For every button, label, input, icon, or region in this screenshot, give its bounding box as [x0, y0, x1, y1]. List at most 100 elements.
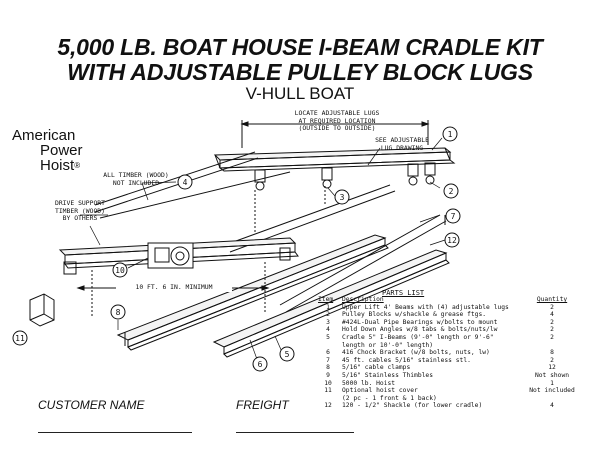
header-quantity: Quantity [536, 296, 568, 303]
table-row: 7 45 ft. cables 5/16" stainless stl. 2 [316, 357, 584, 365]
table-row: 3 #424L-Dual Pipe Bearings w/bolts to mou… [316, 319, 584, 327]
part-quantity: 4 [550, 402, 554, 410]
part-quantity: 2 [550, 303, 554, 311]
callout-11: 11 [15, 334, 25, 343]
note-timber: ALL TIMBER (WOOD) NOT INCLUDED [100, 171, 172, 187]
part-quantity: 2 [550, 333, 554, 341]
part-description: 5/16" Stainless Thimbles [342, 371, 433, 379]
part-item-number: 6 [326, 349, 330, 357]
part-quantity: Not included [529, 387, 575, 395]
part-description: 5/16" cable clamps [342, 364, 411, 372]
company-logo: American Power Hoist® [12, 128, 112, 173]
note-line: TIMBER (WOOD) [54, 206, 106, 215]
callout-4: 4 [183, 178, 188, 187]
table-row: length or 10'-0" length) [316, 342, 584, 350]
part-description: 5000 lb. Hoist [342, 379, 396, 387]
callout-3: 3 [340, 193, 345, 202]
note-locate-lugs: LOCATE ADJUSTABLE LUGS AT REQUIRED LOCAT… [282, 109, 392, 133]
note-line: BY OTHERS [62, 214, 98, 222]
table-row: 1 Upper Lift 4' Beams with (4) adjustable… [316, 304, 584, 312]
logo-registered-mark: ® [74, 161, 81, 170]
note-see-lug: SEE ADJUSTABLE LUG DRAWING [372, 136, 432, 152]
part-item-number: 5 [326, 333, 330, 341]
parts-header-row: Item Description Quantity [316, 296, 584, 304]
subtitle: V-HULL BOAT [245, 84, 355, 103]
callout-2: 2 [449, 187, 454, 196]
part-quantity: Not shown [534, 371, 570, 379]
part-quantity [520, 395, 584, 403]
part-description: 416 Chock Bracket (w/8 bolts, nuts, lw) [342, 349, 490, 357]
freight-line[interactable] [236, 432, 354, 433]
callout-1: 1 [448, 130, 453, 139]
customer-name-line[interactable] [38, 432, 192, 433]
part-item-number: 1 [326, 303, 330, 311]
part-description: Cradle 5" I-Beams (9'-0" length or 9'-6" [342, 333, 494, 341]
customer-name-label: CUSTOMER NAME [38, 398, 145, 412]
part-quantity: 1 [550, 379, 554, 387]
part-description: #424L-Dual Pipe Bearings w/bolts to moun… [342, 318, 498, 326]
part-quantity: 2 [550, 356, 554, 364]
part-quantity: 12 [548, 364, 556, 372]
part-quantity [520, 342, 584, 350]
part-quantity: 4 [550, 311, 554, 319]
part-description: 45 ft. cables 5/16" stainless stl. [342, 356, 471, 364]
pulley-block [254, 162, 436, 191]
hoist-motor [147, 242, 194, 269]
part-item-number: 2 [326, 311, 330, 319]
part-quantity: 2 [550, 326, 554, 334]
table-row: 6 416 Chock Bracket (w/8 bolts, nuts, lw)… [316, 349, 584, 357]
table-row: (2 pc - 1 front & 1 back) [316, 395, 584, 403]
note-line: DRIVE SUPPORT [54, 199, 106, 207]
parts-list-title: PARTS LIST [382, 289, 425, 297]
callout-circles [12, 126, 461, 372]
part-item-number: 11 [324, 387, 332, 395]
table-row: 5 Cradle 5" I-Beams (9'-0" length or 9'-6… [316, 334, 584, 342]
note-drive-support: DRIVE SUPPORT TIMBER (WOOD) BY OTHERS [52, 199, 108, 223]
part-item-number: 8 [326, 364, 330, 372]
part-item-number [316, 342, 340, 350]
callout-5: 5 [285, 350, 290, 359]
table-row: 10 5000 lb. Hoist 1 [316, 380, 584, 388]
callout-8: 8 [116, 308, 121, 317]
dimension-label: 10 FT. 6 IN. MINIMUM [116, 283, 232, 292]
logo-line-1: American [12, 127, 76, 144]
part-description: Pulley Blocks w/shackle & grease ftgs. [342, 311, 487, 319]
hoist-cover [29, 293, 55, 327]
part-item-number: 10 [324, 379, 332, 387]
part-item-number: 4 [326, 326, 330, 334]
part-quantity: 8 [550, 349, 554, 357]
part-description: Upper Lift 4' Beams with (4) adjustable … [342, 303, 509, 311]
table-row: 9 5/16" Stainless Thimbles Not shown [316, 372, 584, 380]
logo-line-3: Hoist [40, 157, 75, 174]
note-line: ALL TIMBER (WOOD) [103, 171, 169, 179]
note-line: LUG DRAWING [380, 143, 424, 152]
header-item: Item [318, 296, 334, 303]
note-line: (OUTSIDE TO OUTSIDE) [298, 124, 376, 132]
part-item-number: 3 [326, 318, 330, 326]
table-row: 8 5/16" cable clamps 12 [316, 364, 584, 372]
table-row: 4 Hold Down Angles w/8 tabs & bolts/nuts/… [316, 326, 584, 334]
note-line: LOCATE ADJUSTABLE LUGS [294, 109, 380, 117]
callout-7: 7 [451, 212, 456, 221]
part-description: 120 - 1/2" Shackle (for lower cradle) [342, 402, 483, 410]
callout-6: 6 [258, 360, 263, 369]
callout-10: 10 [115, 266, 125, 275]
lug-location-dimension [240, 120, 430, 148]
leader-lines [80, 137, 446, 363]
header-description: Description [342, 296, 384, 303]
freight-label: FREIGHT [236, 398, 289, 412]
table-row: 11 Optional hoist cover Not included [316, 387, 584, 395]
part-description: Hold Down Angles w/8 tabs & bolts/nuts/l… [342, 326, 498, 334]
part-description: length or 10'-0" length) [342, 341, 433, 349]
part-item-number: 9 [326, 371, 330, 379]
note-line: NOT INCLUDED [112, 178, 160, 187]
note-line: AT REQUIRED LOCATION [298, 116, 376, 125]
part-quantity: 2 [550, 318, 554, 326]
title-line-1: 5,000 LB. BOAT HOUSE I-BEAM CRADLE KIT [57, 34, 543, 60]
part-description: Optional hoist cover [342, 387, 418, 395]
part-item-number: 7 [326, 356, 330, 364]
parts-list-table: Item Description Quantity 1 Upper Lift 4'… [316, 296, 584, 410]
part-description: (2 pc - 1 front & 1 back) [342, 394, 437, 402]
